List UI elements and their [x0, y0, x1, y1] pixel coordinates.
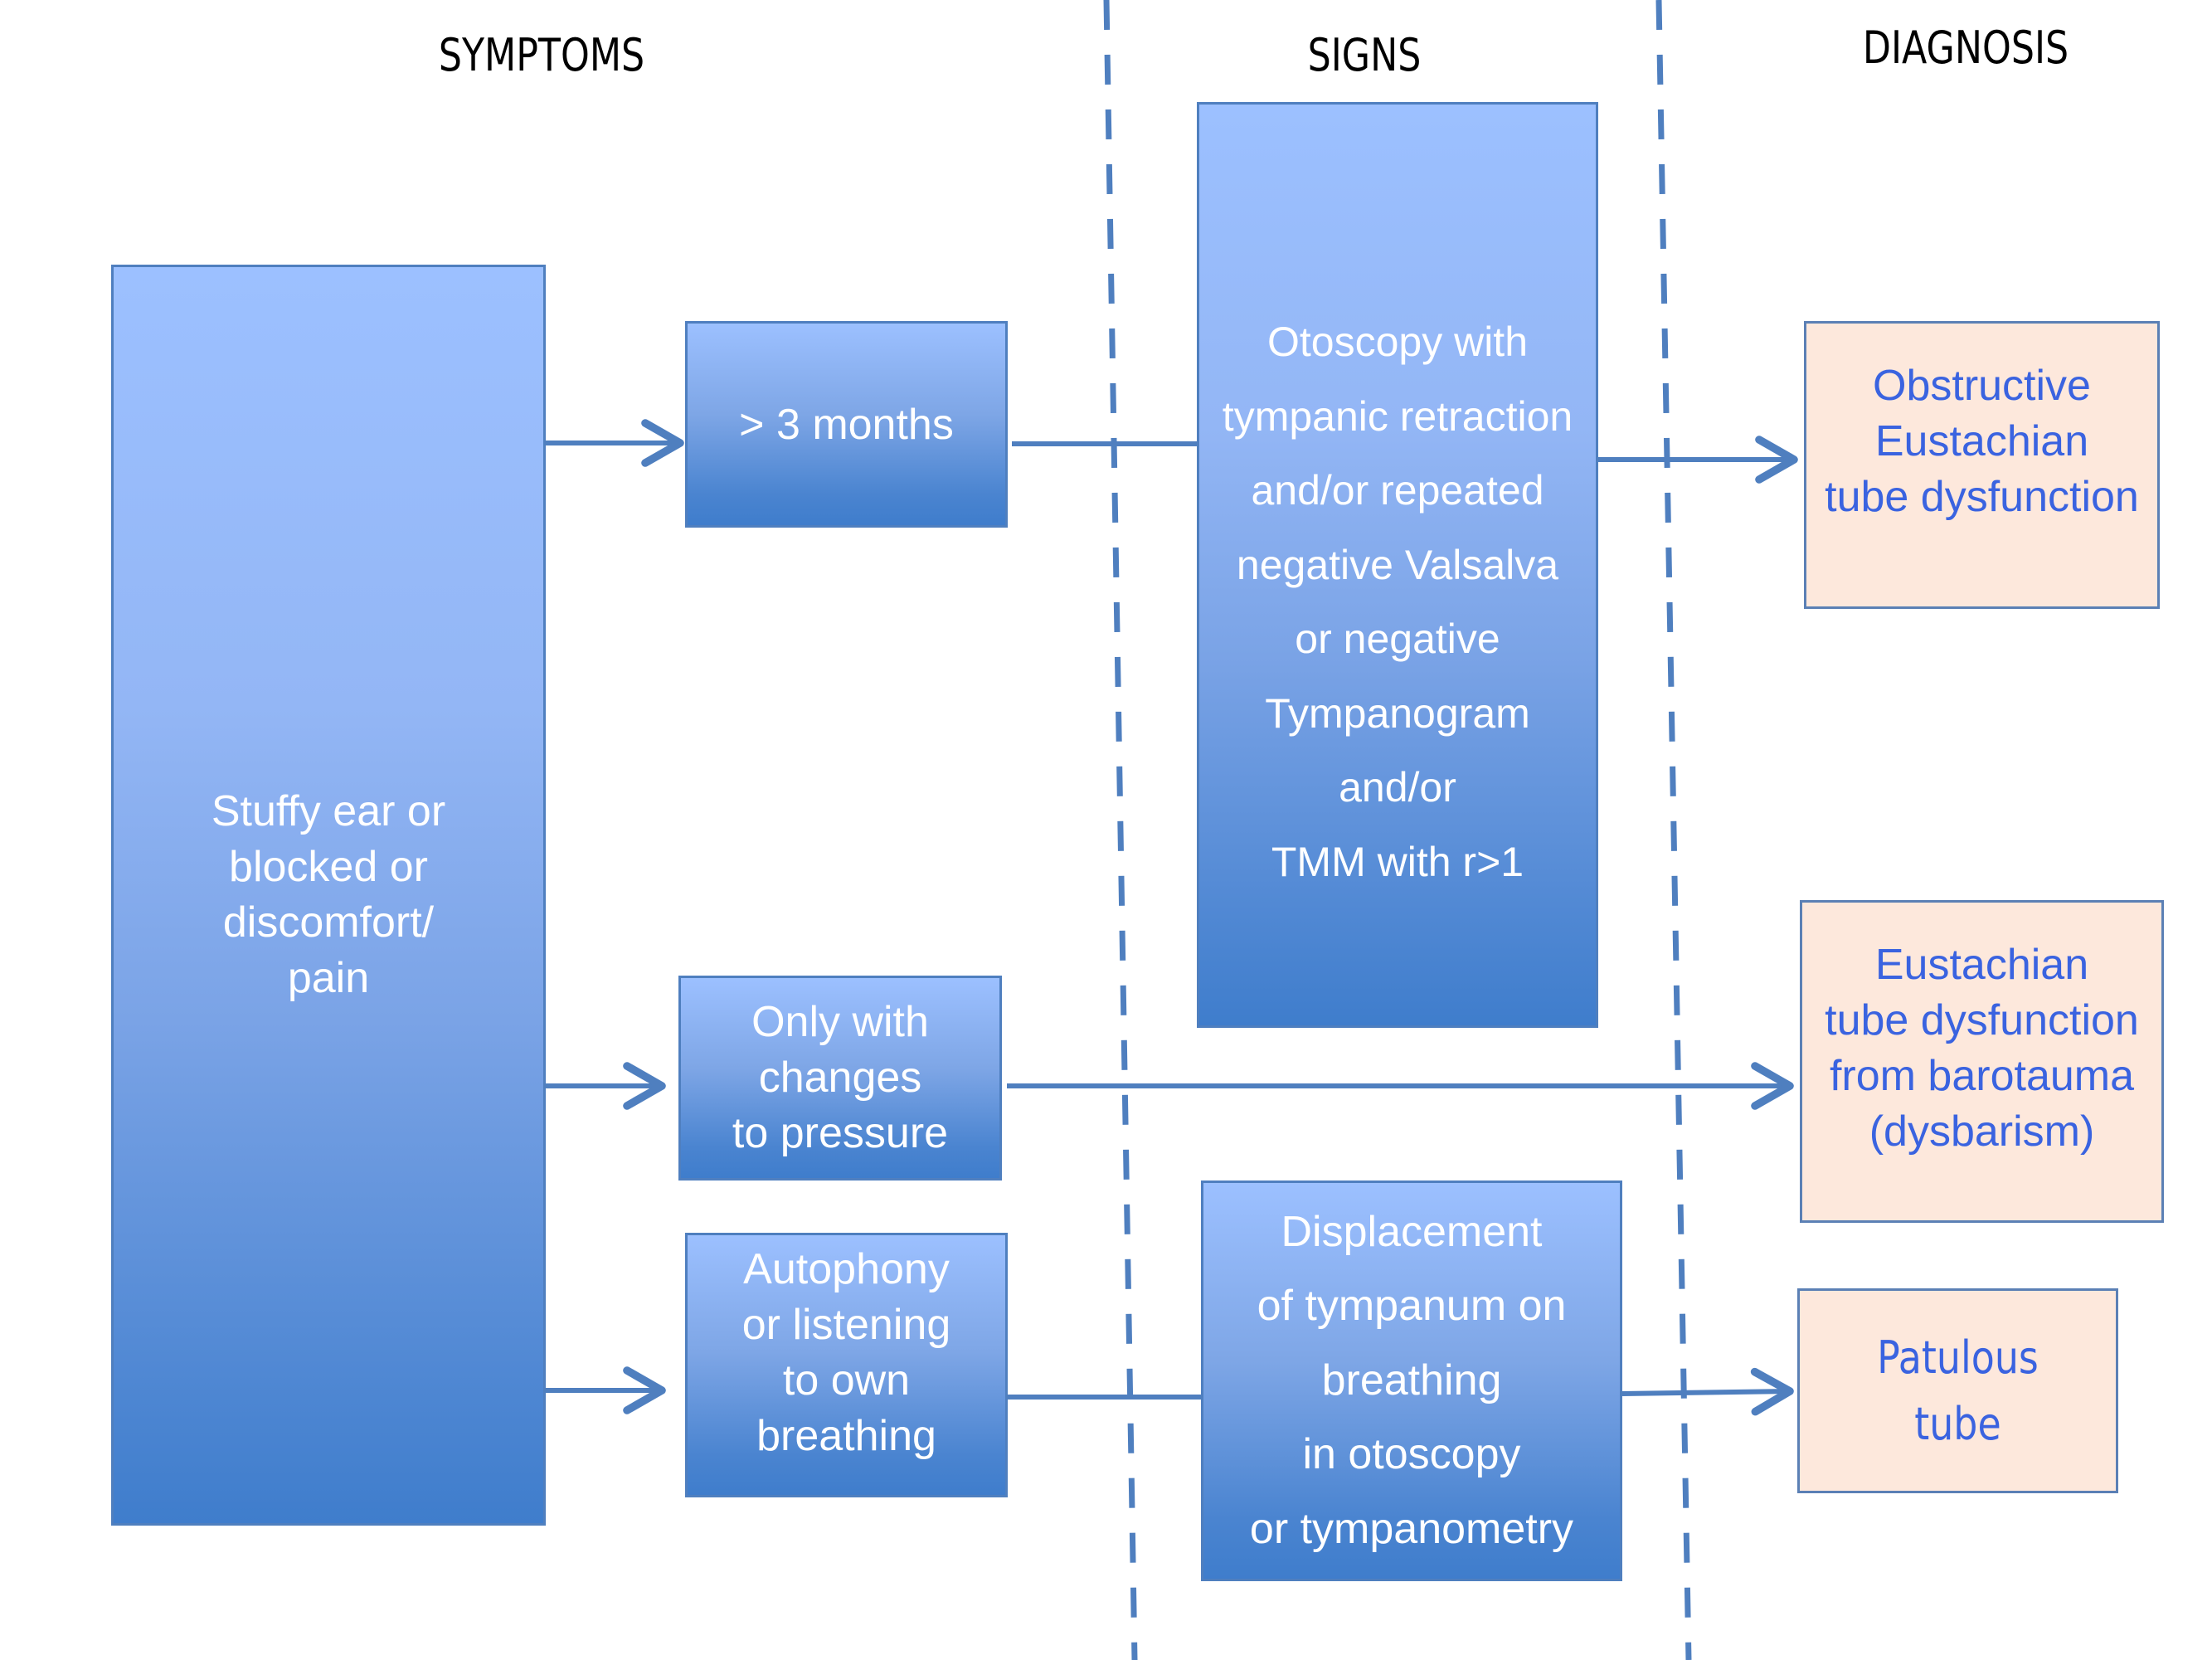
- sign-otoscopy-line: Tympanogram: [1265, 689, 1530, 737]
- symptom-main-line: pain: [287, 954, 370, 1002]
- sign-otoscopy-line: Otoscopy with: [1266, 319, 1528, 365]
- diagnosis-obstructive-line: tube dysfunction: [1825, 473, 2139, 521]
- symptom-autophony-line: breathing: [756, 1412, 936, 1460]
- diagnosis-barotrauma-box: Eustachian tube dysfunction from barotau…: [1800, 900, 2164, 1223]
- symptom-autophony-line: Autophony: [743, 1245, 950, 1293]
- arrow-displacement-to-patulous: [1621, 1367, 1794, 1416]
- sign-otoscopy-line: and/or: [1339, 764, 1456, 811]
- sign-displacement-line: of tympanum on: [1257, 1282, 1567, 1331]
- diagnosis-header: DIAGNOSIS: [1862, 22, 2069, 74]
- diagnosis-patulous-box: Patulous tube: [1797, 1288, 2118, 1493]
- sign-otoscopy-box: Otoscopy with tympanic retraction and/or…: [1197, 102, 1598, 1028]
- sign-otoscopy-line: or negative: [1295, 616, 1500, 662]
- sign-displacement-line: Displacement: [1281, 1207, 1543, 1256]
- symptom-duration-box: > 3 months: [685, 321, 1008, 528]
- sign-otoscopy-line: and/or repeated: [1251, 467, 1544, 514]
- sign-displacement-line: in otoscopy: [1302, 1430, 1521, 1479]
- symptom-autophony-line: to own: [782, 1356, 911, 1404]
- sign-otoscopy-line: tympanic retraction: [1222, 392, 1573, 440]
- sign-displacement-line: or tympanometry: [1249, 1504, 1574, 1553]
- symptoms-header: SYMPTOMS: [438, 29, 645, 81]
- diagnosis-obstructive-box: Obstructive Eustachian tube dysfunction: [1804, 321, 2160, 609]
- sign-displacement-box: Displacement of tympanum on breathing in…: [1201, 1180, 1622, 1581]
- symptom-pressure-line: Only with: [751, 998, 929, 1046]
- symptom-main-line: discomfort/: [222, 898, 435, 947]
- diagnosis-patulous-line: tube: [1914, 1397, 2001, 1450]
- symptom-main-line: blocked or: [229, 843, 428, 891]
- diagnosis-barotrauma-line: (dysbarism): [1869, 1107, 2095, 1156]
- symptom-main-line: Stuffy ear or: [211, 787, 446, 835]
- symptom-autophony-line: or listening: [741, 1301, 951, 1349]
- symptom-pressure-line: to pressure: [732, 1109, 949, 1157]
- symptom-autophony-box: Autophony or listening to own breathing: [685, 1233, 1008, 1497]
- diagnosis-patulous-line: Patulous: [1877, 1331, 2039, 1384]
- column-divider-right: [1655, 0, 1692, 1660]
- diagnosis-barotrauma-line: from barotauma: [1829, 1052, 2135, 1100]
- diagnosis-obstructive-line: Eustachian: [1874, 417, 2089, 465]
- signs-header: SIGNS: [1307, 29, 1422, 81]
- sign-otoscopy-line: negative Valsalva: [1236, 541, 1559, 588]
- sign-otoscopy-line: TMM with r>1: [1271, 838, 1524, 885]
- symptom-duration-line: > 3 months: [739, 400, 954, 449]
- diagnosis-barotrauma-line: Eustachian: [1874, 941, 2089, 989]
- diagnosis-obstructive-line: Obstructive: [1873, 362, 2091, 410]
- symptom-main-box: Stuffy ear or blocked or discomfort/ pai…: [111, 265, 546, 1526]
- symptom-pressure-box: Only with changes to pressure: [678, 976, 1002, 1180]
- sign-displacement-line: breathing: [1321, 1356, 1502, 1404]
- symptom-pressure-line: changes: [758, 1054, 922, 1102]
- diagnosis-barotrauma-line: tube dysfunction: [1825, 996, 2139, 1044]
- column-divider-left: [1103, 0, 1138, 1660]
